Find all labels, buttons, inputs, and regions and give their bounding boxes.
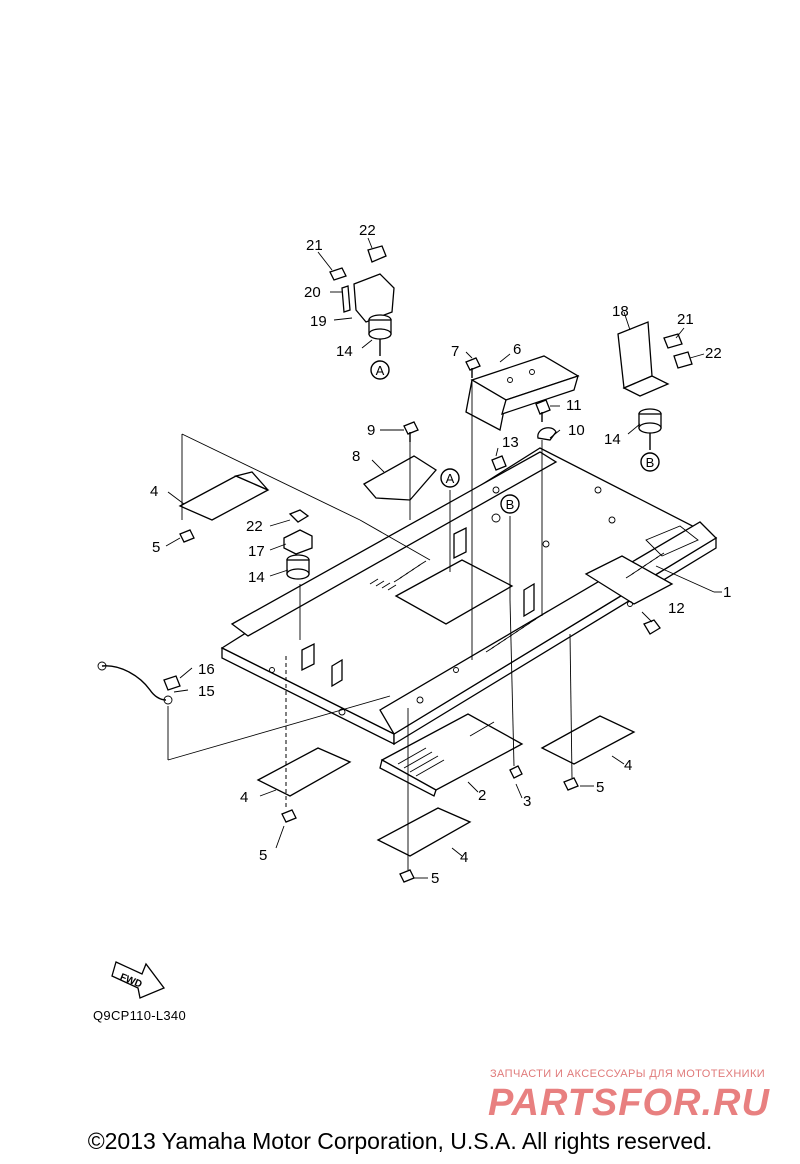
callout-10: 10: [568, 422, 585, 439]
callout-5-lower-right: 5: [596, 779, 604, 796]
callout-17: 17: [248, 543, 265, 560]
callout-22-top-left: 22: [359, 222, 376, 239]
callout-6: 6: [513, 341, 521, 358]
callout-8: 8: [352, 448, 360, 465]
callout-5-lower-left: 5: [259, 847, 267, 864]
top-bracket-part-6: [465, 355, 580, 431]
callout-1: 1: [723, 584, 731, 601]
callout-21-left: 21: [306, 237, 323, 254]
ref-b-frame: B: [506, 497, 515, 512]
fasteners: [97, 357, 661, 883]
callout-14-upper-right: 14: [604, 431, 621, 448]
callout-21-right: 21: [677, 311, 694, 328]
callout-3: 3: [523, 793, 531, 810]
callout-5-upper-left: 5: [152, 539, 160, 556]
callout-22-left: 22: [246, 518, 263, 535]
callout-4-lower-center: 4: [460, 849, 468, 866]
fwd-arrow-icon: FWD: [111, 961, 166, 999]
ref-b-top: B: [646, 455, 655, 470]
cover-plate-part-8: [362, 455, 437, 501]
ref-a-frame: A: [446, 471, 455, 486]
callout-2: 2: [478, 787, 486, 804]
left-mount-assembly: [283, 509, 313, 580]
callout-4-lower-left: 4: [240, 789, 248, 806]
callout-16: 16: [198, 661, 215, 678]
callout-7: 7: [451, 343, 459, 360]
callout-18: 18: [612, 303, 629, 320]
callout-19: 19: [310, 313, 327, 330]
callout-14-upper-left: 14: [336, 343, 353, 360]
callout-numbers: 1 2 3 4 4 4 4 5 5 5 5 6 7 8 9 10 11 12 1…: [150, 222, 731, 887]
ref-a-top: A: [376, 363, 385, 378]
callout-11: 11: [566, 397, 582, 414]
callout-22-right: 22: [705, 345, 722, 362]
watermark-tagline: ЗАПЧАСТИ И АКСЕССУАРЫ ДЛЯ МОТОТЕХНИКИ: [490, 1068, 766, 1080]
reference-markers: A B A B: [370, 360, 660, 514]
upper-right-mount-assembly: [617, 321, 693, 450]
callout-12: 12: [668, 600, 685, 617]
main-frame-part-1: [220, 447, 718, 746]
callout-15: 15: [198, 683, 215, 700]
callout-9: 9: [367, 422, 375, 439]
leader-lines: [167, 380, 715, 870]
drawing-code: Q9CP110-L340: [93, 1008, 186, 1023]
callout-14-left: 14: [248, 569, 265, 586]
brackets-part-4: [178, 471, 636, 857]
callout-lines: [165, 237, 722, 879]
callout-20: 20: [304, 284, 321, 301]
upper-left-mount-assembly: [329, 245, 395, 356]
callout-4-upper-left: 4: [150, 483, 158, 500]
copyright-notice: ©2013 Yamaha Motor Corporation, U.S.A. A…: [87, 1128, 713, 1154]
callout-13: 13: [502, 434, 519, 451]
watermark-logo: PARTSFOR.RU: [488, 1082, 770, 1124]
callout-4-lower-right: 4: [624, 757, 632, 774]
callout-5-lower-center: 5: [431, 870, 439, 887]
